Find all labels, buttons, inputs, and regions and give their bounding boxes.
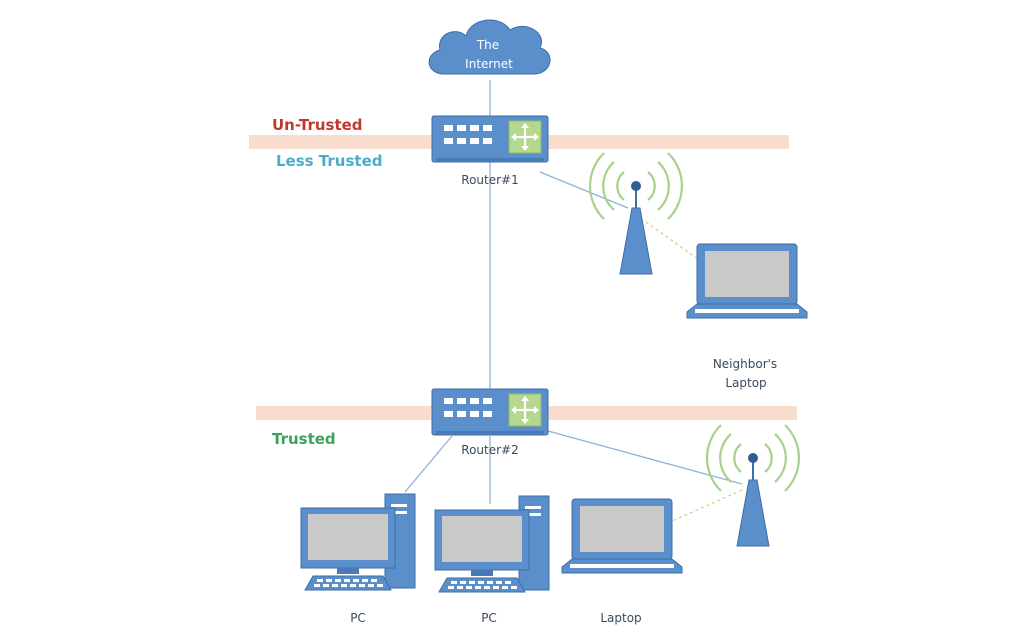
wireless-link-ap1-neighbor-laptop (645, 221, 703, 263)
link-router1-ap1 (539, 171, 629, 209)
neighbor-laptop-label-line1: Neighbor's (713, 357, 777, 371)
zone-label-less-trusted: Less Trusted (276, 152, 382, 170)
access-point-2 (705, 423, 801, 548)
pc-2-label: PC (481, 611, 497, 625)
wifi-antenna-icon (705, 423, 801, 548)
zone-label-untrusted: Un-Trusted (272, 116, 363, 134)
trusted-laptop-label: Laptop (600, 611, 641, 625)
router-1 (430, 114, 550, 164)
neighbor-laptop (686, 243, 808, 319)
link-router2-ap2 (547, 430, 743, 485)
router-icon (430, 387, 550, 437)
pc-1 (300, 493, 416, 591)
laptop-icon (686, 243, 808, 319)
desktop-pc-icon (434, 495, 550, 593)
access-point-1 (588, 151, 684, 276)
internet-cloud: The Internet (428, 19, 551, 75)
router-1-label: Router#1 (461, 173, 518, 187)
pc-1-label: PC (350, 611, 366, 625)
desktop-pc-icon (300, 493, 416, 591)
cloud-label-line1: The (476, 38, 499, 52)
cloud-icon (428, 19, 551, 75)
pc-2 (434, 495, 550, 593)
trusted-laptop (561, 498, 683, 574)
router-2-label: Router#2 (461, 443, 518, 457)
router-icon (430, 114, 550, 164)
link-router2-pc1 (404, 435, 453, 493)
cloud-label-line2: Internet (465, 57, 513, 71)
router-2 (430, 387, 550, 437)
zone-label-trusted: Trusted (272, 430, 336, 448)
neighbor-laptop-label-line2: Laptop (725, 376, 766, 390)
laptop-icon (561, 498, 683, 574)
wireless-link-ap2-laptop (669, 489, 743, 523)
wifi-antenna-icon (588, 151, 684, 276)
